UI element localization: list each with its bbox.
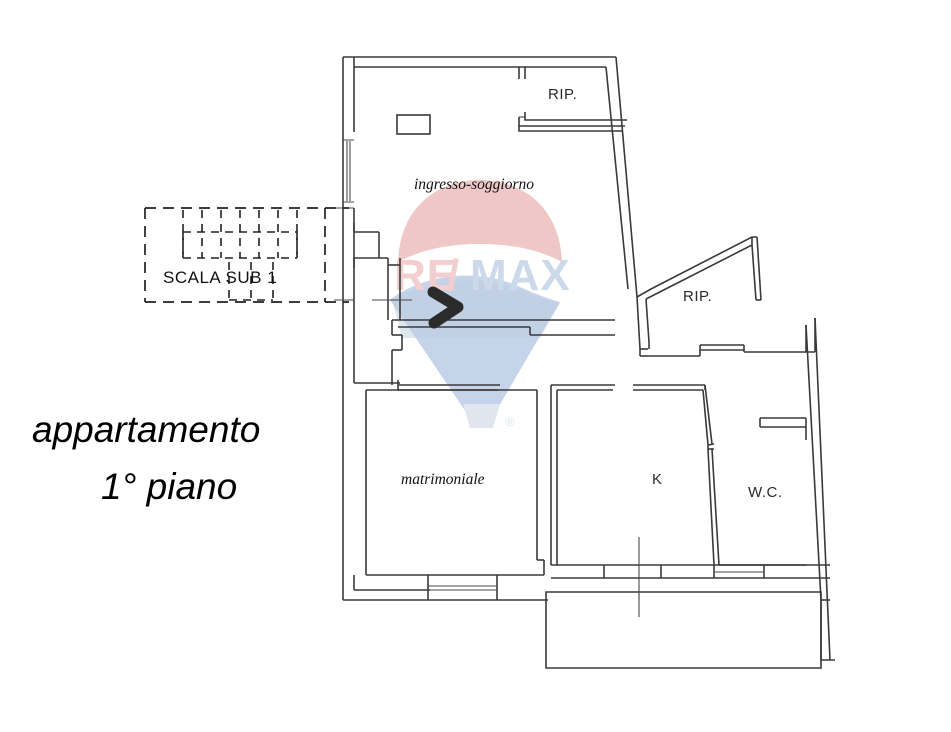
stair-label: SCALA SUB 1	[163, 268, 277, 287]
watermark-text-re: RE	[394, 251, 457, 300]
room-label-rip-top: RIP.	[548, 86, 577, 103]
room-label-wc: W.C.	[748, 484, 783, 501]
room-label-matrimoniale: matrimoniale	[401, 471, 485, 488]
balcony-terrace	[545, 591, 822, 669]
watermark-basket	[463, 404, 500, 428]
building-outline	[334, 56, 638, 601]
room-matrimoniale: matrimoniale	[365, 389, 545, 600]
room-rip-top: RIP.	[518, 67, 627, 132]
entrance-arrow-icon	[427, 286, 464, 329]
plan-title-line-1: appartamento	[32, 409, 260, 450]
room-label-ingresso-soggiorno: ingresso-soggiorno	[414, 176, 534, 193]
plan-title: appartamento 1° piano	[32, 409, 260, 507]
room-wc: W.C.	[719, 484, 806, 566]
room-label-kitchen: K	[652, 471, 662, 488]
watermark-text-slash: /	[447, 251, 460, 300]
watermark-balloon-top	[398, 180, 562, 262]
room-label-rip-right: RIP.	[683, 288, 712, 305]
watermark-text-max: MAX	[470, 251, 571, 300]
fixture-rectangle	[396, 114, 431, 135]
room-ingresso-soggiorno: ingresso-soggiorno	[353, 114, 534, 320]
plan-title-line-2: 1° piano	[101, 466, 237, 507]
stair-annotation-box: SCALA SUB 1	[144, 207, 349, 303]
watermark-registered-mark: ®	[505, 414, 515, 429]
room-rip-right: RIP.	[636, 236, 815, 357]
watermark-balloon-body	[390, 275, 560, 418]
remax-watermark: ® RE / MAX	[390, 180, 571, 429]
